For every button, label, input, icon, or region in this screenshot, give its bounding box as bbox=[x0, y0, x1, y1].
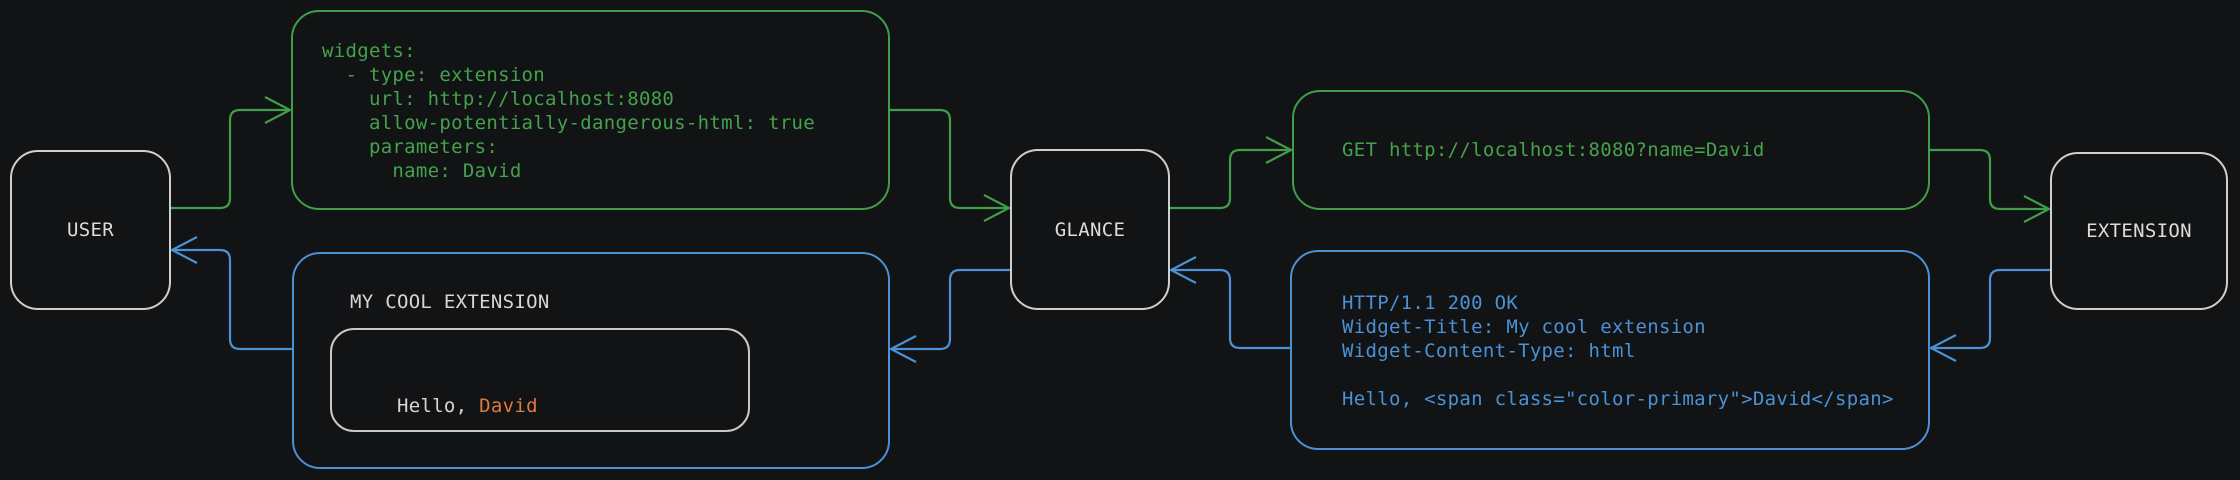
node-user-label: USER bbox=[67, 219, 114, 241]
greeting-prefix: Hello, bbox=[396, 395, 480, 417]
arrow-glance-to-widget bbox=[888, 268, 1010, 363]
greeting-name: David bbox=[479, 395, 538, 417]
request-message-box bbox=[1292, 90, 1930, 210]
widget-preview-box bbox=[292, 252, 890, 469]
arrow-widget-to-user bbox=[169, 236, 292, 351]
request-code: GET http://localhost:8080?name=David bbox=[1342, 139, 1765, 161]
widget-title: MY COOL EXTENSION bbox=[350, 291, 550, 313]
node-user: USER bbox=[10, 150, 171, 310]
arrow-config-to-glance bbox=[890, 108, 1012, 222]
arrow-extension-to-response bbox=[1928, 268, 2050, 362]
node-extension-label: EXTENSION bbox=[2086, 220, 2192, 242]
node-glance: GLANCE bbox=[1010, 149, 1170, 310]
response-message-box bbox=[1290, 250, 1930, 450]
node-extension: EXTENSION bbox=[2050, 152, 2228, 310]
config-yaml-code: widgets: - type: extension url: http://l… bbox=[322, 40, 816, 182]
arrow-glance-to-request bbox=[1170, 136, 1294, 210]
widget-greeting: Hello, David bbox=[350, 370, 538, 442]
arrow-user-to-config bbox=[171, 96, 293, 210]
response-code: HTTP/1.1 200 OK Widget-Title: My cool ex… bbox=[1342, 292, 1894, 410]
node-glance-label: GLANCE bbox=[1054, 218, 1126, 241]
config-message-box bbox=[291, 10, 890, 210]
arrow-response-to-glance bbox=[1168, 256, 1290, 350]
arrow-request-to-extension bbox=[1930, 148, 2052, 223]
widget-content-box bbox=[330, 328, 750, 432]
